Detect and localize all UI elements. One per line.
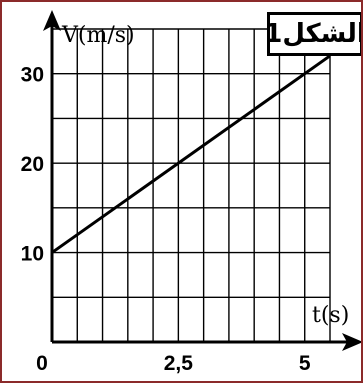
y-tick-label: 30 xyxy=(21,64,44,87)
figure-label-badge: الشكل1 xyxy=(264,12,361,56)
grid xyxy=(52,28,331,342)
y-tick-label: 10 xyxy=(21,243,44,266)
x-tick-label: 5 xyxy=(299,352,311,375)
tick-labels: 10 20 30 0 2,5 5 xyxy=(21,64,311,375)
series-line xyxy=(51,54,331,254)
x-tick-label: 0 xyxy=(36,352,48,375)
x-axis-arrow xyxy=(342,333,361,351)
series-layer xyxy=(51,54,331,254)
y-axis-arrow xyxy=(43,10,61,31)
x-tick-label: 2,5 xyxy=(164,352,194,375)
x-axis-label: t(s) xyxy=(312,303,349,328)
y-axis-label: V(m/s) xyxy=(61,23,135,48)
y-tick-label: 20 xyxy=(21,153,44,176)
axes xyxy=(43,10,361,351)
